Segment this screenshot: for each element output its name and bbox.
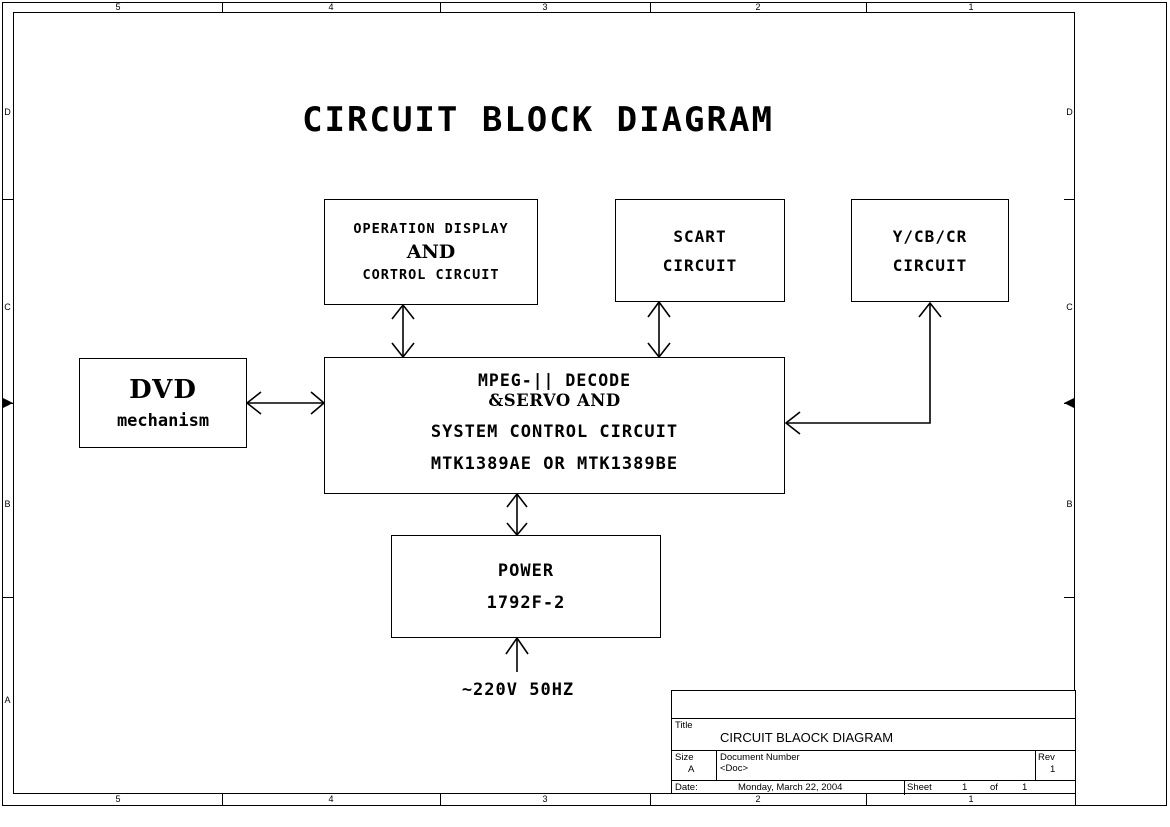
block-mpeg-line4: MTK1389AE OR MTK1389BE xyxy=(430,454,679,474)
title-block-rev-label: Rev xyxy=(1038,752,1055,763)
title-block-sheet-label: Sheet xyxy=(907,782,932,793)
block-scart-line1: SCART xyxy=(673,226,727,246)
frame-tick-right-2 xyxy=(1064,403,1075,404)
title-block-document-number-value: <Doc> xyxy=(720,763,748,774)
title-block-vdivider-size xyxy=(716,750,717,780)
title-block: Title CIRCUIT BLAOCK DIAGRAM Size A Docu… xyxy=(671,690,1076,795)
frame-column-label-4-top: 4 xyxy=(328,2,334,12)
block-operation-display-line2: AND xyxy=(406,241,456,263)
frame-tick-bottom-5 xyxy=(1075,794,1076,805)
title-block-title-label: Title xyxy=(675,720,693,731)
frame-tick-bottom-4 xyxy=(866,794,867,805)
block-scart-circuit[interactable]: SCART CIRCUIT xyxy=(615,199,785,302)
frame-tick-top-1 xyxy=(222,2,223,13)
title-block-sheet-number: 1 xyxy=(962,782,968,793)
block-power-line2: 1792F-2 xyxy=(486,592,566,613)
frame-tick-left-3 xyxy=(2,597,13,598)
diagram-title: CIRCUIT BLOCK DIAGRAM xyxy=(302,100,774,140)
title-block-vdivider-sheet xyxy=(904,780,905,795)
block-mpeg-line1: MPEG-|| DECODE xyxy=(477,371,632,390)
frame-row-label-d-left: D xyxy=(4,107,11,117)
frame-row-label-d-right: D xyxy=(1066,107,1073,117)
block-power-supply[interactable]: POWER 1792F-2 xyxy=(391,535,661,638)
frame-tick-top-3 xyxy=(650,2,651,13)
frame-tick-left-1 xyxy=(2,199,13,200)
block-ycbcr-line1: Y/CB/CR xyxy=(892,226,968,246)
frame-row-label-a-left: A xyxy=(4,695,11,705)
frame-tick-right-3 xyxy=(1064,597,1075,598)
title-block-date-label: Date: xyxy=(675,782,698,793)
frame-tick-top-2 xyxy=(440,2,441,13)
block-operation-display-control[interactable]: OPERATION DISPLAY AND CORTROL CIRCUIT xyxy=(324,199,538,305)
title-block-size-label: Size xyxy=(675,752,694,763)
title-block-vdivider-rev xyxy=(1035,750,1036,780)
frame-row-label-b-right: B xyxy=(1066,499,1073,509)
title-block-divider-2 xyxy=(672,750,1075,751)
frame-column-label-1-top: 1 xyxy=(968,2,974,12)
block-ycbcr-circuit[interactable]: Y/CB/CR CIRCUIT xyxy=(851,199,1009,302)
frame-tick-left-2 xyxy=(2,403,13,404)
frame-column-label-3-bottom: 3 xyxy=(542,794,548,804)
block-dvd-line1: DVD xyxy=(129,375,197,405)
title-block-sheet-of-label: of xyxy=(990,782,998,793)
sheet-border-outer xyxy=(2,2,1167,806)
frame-tick-right-1 xyxy=(1064,199,1075,200)
frame-tick-bottom-1 xyxy=(222,794,223,805)
block-dvd-mechanism[interactable]: DVD mechanism xyxy=(79,358,247,448)
title-block-divider-3 xyxy=(672,780,1075,781)
frame-row-label-c-right: C xyxy=(1066,302,1073,312)
title-block-sheet-total: 1 xyxy=(1022,782,1028,793)
frame-column-label-3-top: 3 xyxy=(542,2,548,12)
title-block-size-value: A xyxy=(688,764,695,775)
block-operation-display-line3: CORTROL CIRCUIT xyxy=(362,267,500,283)
title-block-date-value: Monday, March 22, 2004 xyxy=(738,782,843,793)
frame-column-label-2-top: 2 xyxy=(755,2,761,12)
block-mpeg-line2: &SERVO AND xyxy=(488,391,621,410)
block-mpeg-line3: SYSTEM CONTROL CIRCUIT xyxy=(430,422,679,442)
label-mains-input: ~220V 50HZ xyxy=(461,680,575,700)
block-dvd-line2: mechanism xyxy=(116,411,210,431)
frame-tick-bottom-3 xyxy=(650,794,651,805)
title-block-rev-value: 1 xyxy=(1050,764,1056,775)
frame-column-label-5-top: 5 xyxy=(115,2,121,12)
title-block-divider-1 xyxy=(672,718,1075,719)
block-ycbcr-line2: CIRCUIT xyxy=(892,255,968,275)
block-scart-line2: CIRCUIT xyxy=(662,255,738,275)
frame-column-label-1-bottom: 1 xyxy=(968,794,974,804)
block-mpeg-decoder-system-control[interactable]: MPEG-|| DECODE &SERVO AND SYSTEM CONTROL… xyxy=(324,357,785,494)
block-operation-display-line1: OPERATION DISPLAY xyxy=(353,221,509,237)
block-power-line1: POWER xyxy=(497,560,555,581)
frame-tick-top-4 xyxy=(866,2,867,13)
frame-row-label-c-left: C xyxy=(4,302,11,312)
frame-column-label-5-bottom: 5 xyxy=(115,794,121,804)
frame-row-label-b-left: B xyxy=(4,499,11,509)
frame-column-label-2-bottom: 2 xyxy=(755,794,761,804)
frame-column-label-4-bottom: 4 xyxy=(328,794,334,804)
title-block-title-value: CIRCUIT BLAOCK DIAGRAM xyxy=(720,730,894,745)
title-block-document-number-label: Document Number xyxy=(720,752,800,763)
frame-tick-bottom-2 xyxy=(440,794,441,805)
